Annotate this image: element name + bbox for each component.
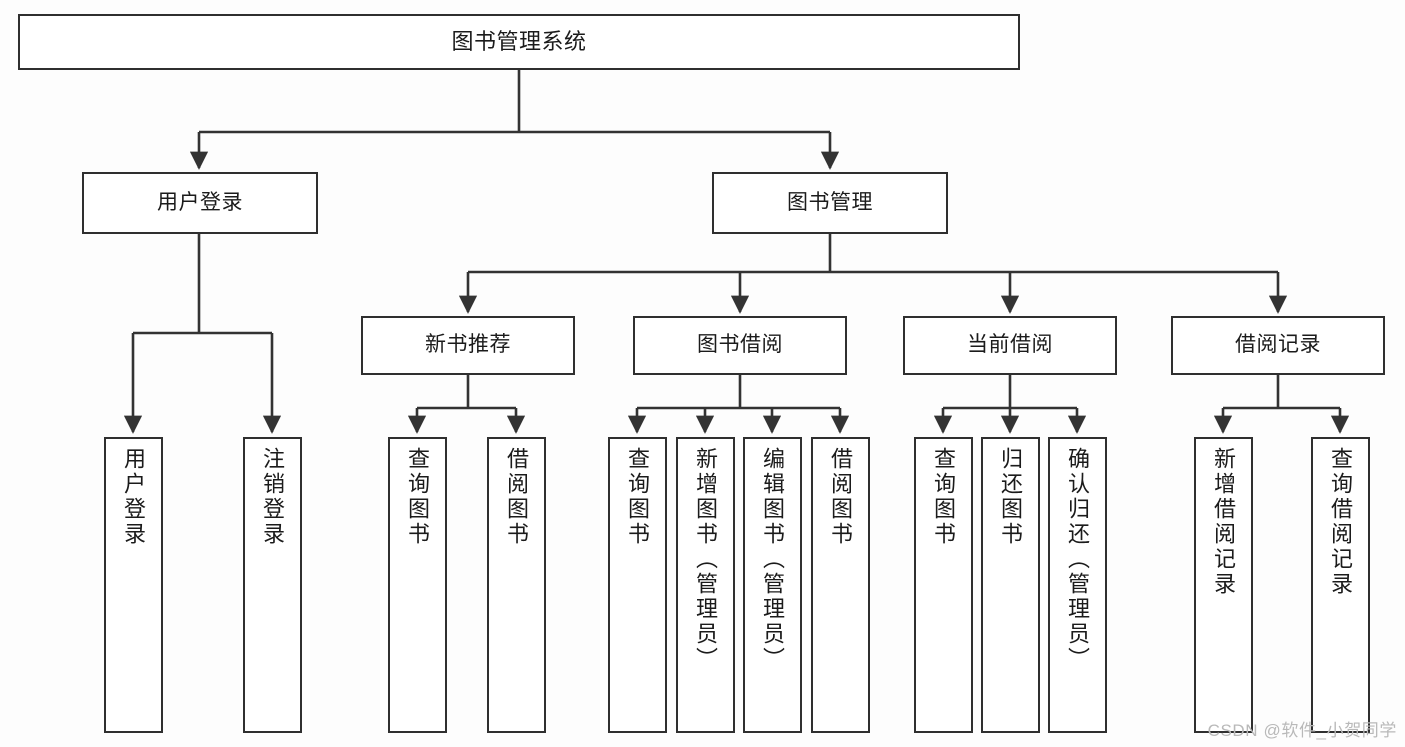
node-label: 新书推荐: [425, 333, 511, 357]
leaf-new-book-query-book[interactable]: 查询图书: [388, 437, 447, 733]
node-label: 编辑图书（管理员）: [760, 447, 786, 672]
node-label: 图书借阅: [697, 333, 783, 357]
node-label: 图书管理系统: [451, 28, 587, 54]
leaf-book-borrow-add-book-admin[interactable]: 新增图书（管理员）: [676, 437, 735, 733]
node-label: 确认归还（管理员）: [1065, 447, 1091, 672]
node-new-book-recommend[interactable]: 新书推荐: [361, 316, 575, 375]
leaf-borrow-record-add-record[interactable]: 新增借阅记录: [1194, 437, 1253, 733]
node-label: 用户登录: [157, 190, 243, 214]
leaf-user-login-logout[interactable]: 注销登录: [243, 437, 302, 733]
node-borrow-record[interactable]: 借阅记录: [1171, 316, 1385, 375]
node-book-management[interactable]: 图书管理: [712, 172, 948, 234]
leaf-current-borrow-query-book[interactable]: 查询图书: [914, 437, 973, 733]
node-root-book-management-system[interactable]: 图书管理系统: [18, 14, 1020, 70]
node-book-borrow[interactable]: 图书借阅: [633, 316, 847, 375]
node-user-login[interactable]: 用户登录: [82, 172, 318, 234]
leaf-new-book-borrow-book[interactable]: 借阅图书: [487, 437, 546, 733]
node-label: 查询借阅记录: [1328, 447, 1354, 597]
node-label: 查询图书: [405, 447, 431, 547]
leaf-user-login-login[interactable]: 用户登录: [104, 437, 163, 733]
node-label: 新增图书（管理员）: [693, 447, 719, 672]
node-label: 图书管理: [787, 190, 873, 214]
node-label: 查询图书: [931, 447, 957, 547]
node-label: 用户登录: [121, 447, 147, 547]
leaf-current-borrow-confirm-return-admin[interactable]: 确认归还（管理员）: [1048, 437, 1107, 733]
node-label: 查询图书: [625, 447, 651, 547]
leaf-book-borrow-borrow-book[interactable]: 借阅图书: [811, 437, 870, 733]
leaf-borrow-record-query-record[interactable]: 查询借阅记录: [1311, 437, 1370, 733]
node-label: 借阅图书: [828, 447, 854, 547]
node-label: 注销登录: [260, 447, 286, 547]
node-label: 新增借阅记录: [1211, 447, 1237, 597]
leaf-book-borrow-query-book[interactable]: 查询图书: [608, 437, 667, 733]
node-label: 当前借阅: [967, 333, 1053, 357]
leaf-current-borrow-return-book[interactable]: 归还图书: [981, 437, 1040, 733]
node-label: 归还图书: [998, 447, 1024, 547]
node-label: 借阅图书: [504, 447, 530, 547]
leaf-book-borrow-edit-book-admin[interactable]: 编辑图书（管理员）: [743, 437, 802, 733]
node-label: 借阅记录: [1235, 333, 1321, 357]
node-current-borrow[interactable]: 当前借阅: [903, 316, 1117, 375]
csdn-watermark: CSDN @软件_小贺同学: [1207, 721, 1397, 740]
